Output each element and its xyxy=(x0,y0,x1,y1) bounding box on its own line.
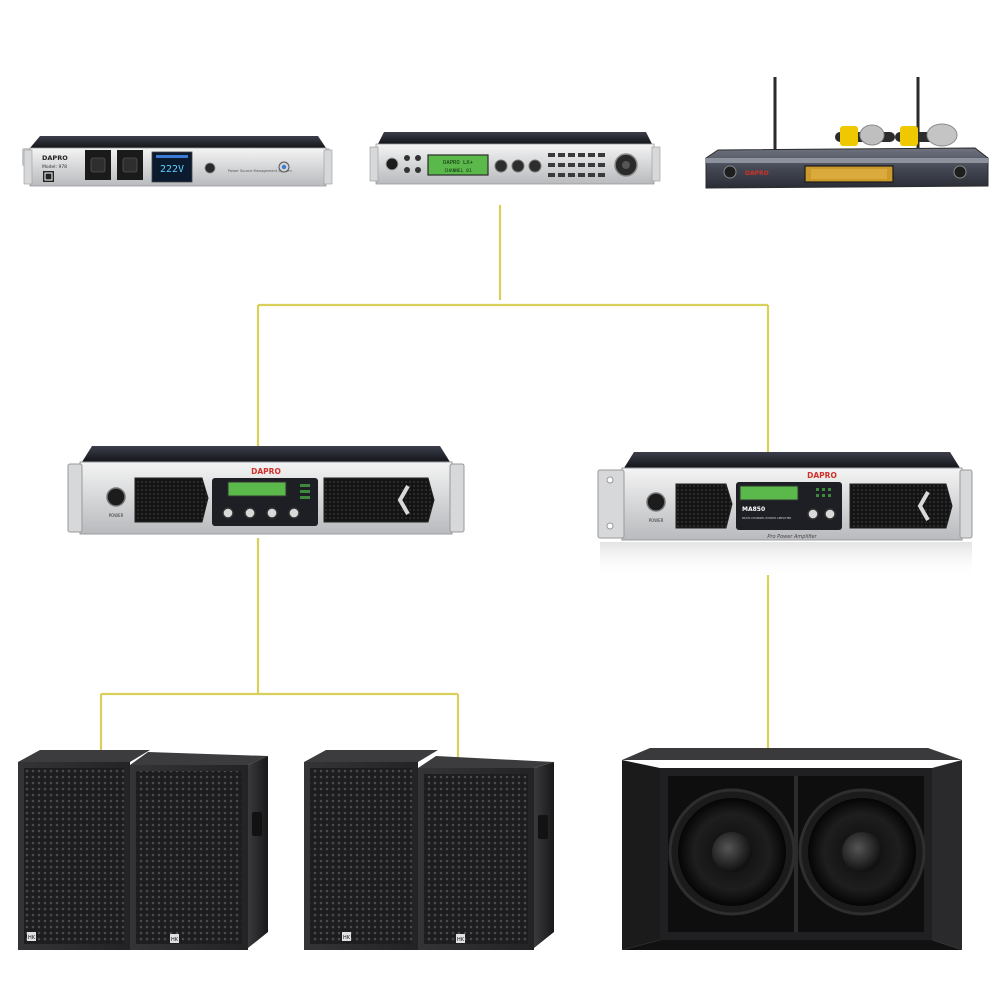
speaker-grille xyxy=(24,768,124,944)
power-knob-icon[interactable] xyxy=(204,162,216,174)
power-outlet-icon xyxy=(122,157,138,173)
left-power-amplifier: DAPRO POWER xyxy=(67,446,465,535)
processor-lcd-line1: DAPRO LX+ xyxy=(443,160,473,166)
processor-knob-icon[interactable] xyxy=(415,167,421,173)
processor-lcd-screen xyxy=(427,154,489,176)
woofer-driver xyxy=(798,788,926,916)
left-amp-knob-icon[interactable] xyxy=(244,507,256,519)
speaker-grille xyxy=(310,768,412,944)
speaker-badge-text: HK xyxy=(343,935,351,941)
left-amp-power-button[interactable] xyxy=(106,487,126,507)
processor-mic-jack-icon[interactable] xyxy=(385,157,399,171)
wire-left-amp-to-speakers xyxy=(99,538,460,760)
right-amp-vent-left xyxy=(675,483,733,529)
speaker-cabinet: HK xyxy=(130,752,268,950)
right-power-amplifier: DAPRO POWER MA850 MULTI-CHANNEL POWER AM… xyxy=(597,452,973,578)
right-amp-reflection xyxy=(600,542,972,578)
left-amp-brand-label: DAPRO xyxy=(251,467,281,476)
speaker-badge-text: HK xyxy=(171,937,179,943)
right-amp-knob-icon[interactable] xyxy=(824,508,836,520)
voltage-readout: 222V xyxy=(160,164,184,175)
processor-button-grid[interactable] xyxy=(548,153,605,177)
sequencer-brand-label: DAPRO xyxy=(42,154,68,162)
processor-dial-icon[interactable] xyxy=(511,159,525,173)
sequencer-panel-text: Power Source Management System xyxy=(228,169,292,173)
speaker-group: HK HK HK HK xyxy=(18,750,554,950)
subwoofer-cabinet xyxy=(622,748,962,950)
receiver-knob-icon[interactable] xyxy=(953,165,967,179)
left-amp-vent-left xyxy=(134,477,209,523)
right-amp-vent-right xyxy=(849,483,953,529)
receiver-knob-icon[interactable] xyxy=(723,165,737,179)
speaker-cabinet: HK xyxy=(18,750,150,950)
right-amp-model-label: MA850 xyxy=(742,506,765,513)
signal-wires xyxy=(99,205,770,760)
receiver-brand-label: DAPRO xyxy=(745,170,769,177)
processor-lcd-line2: CHANNEL 01 xyxy=(444,168,471,174)
wireless-microphone-device: DAPRO xyxy=(705,77,989,189)
qr-code-icon xyxy=(43,171,54,182)
speaker-badge-text: HK xyxy=(28,935,36,941)
processor-knob-icon[interactable] xyxy=(415,155,421,161)
right-amp-power-button[interactable] xyxy=(646,492,666,512)
woofer-driver xyxy=(668,788,796,916)
left-amp-knob-icon[interactable] xyxy=(266,507,278,519)
speaker-badge-text: HK xyxy=(457,937,465,943)
speaker-badge xyxy=(27,932,36,941)
speaker-grille xyxy=(136,771,242,944)
right-amp-chevron-icon xyxy=(917,491,930,521)
handheld-microphone-icon xyxy=(895,123,958,147)
wire-processor-to-amps xyxy=(256,205,770,452)
speaker-badge xyxy=(456,934,465,943)
left-amp-chevron-icon xyxy=(397,485,410,515)
right-amp-lcd-screen xyxy=(739,485,799,501)
power-outlet-icon xyxy=(90,157,106,173)
speaker-grille xyxy=(424,774,528,944)
left-amp-knob-icon[interactable] xyxy=(222,507,234,519)
right-amp-tagline: Pro Power Amplifier xyxy=(767,534,817,540)
processor-dial-icon[interactable] xyxy=(494,159,508,173)
speaker-badge xyxy=(170,934,179,943)
speaker-cabinet: HK xyxy=(418,756,554,950)
power-sequencer-device: DAPRO Model: 978 222V Power Source Manag… xyxy=(22,136,333,187)
right-amp-power-label: POWER xyxy=(649,518,664,523)
processor-dial-icon[interactable] xyxy=(528,159,542,173)
left-amp-knob-icon[interactable] xyxy=(288,507,300,519)
right-amp-brand-label: DAPRO xyxy=(807,471,837,480)
speaker-handle-icon xyxy=(252,812,262,836)
left-amp-vent-right xyxy=(323,477,435,523)
speaker-badge xyxy=(342,932,351,941)
processor-knob-icon[interactable] xyxy=(404,155,410,161)
speaker-handle-icon xyxy=(538,815,548,839)
speaker-cabinet: HK xyxy=(304,750,438,950)
left-amp-power-label: POWER xyxy=(109,513,124,518)
sequencer-model-label: Model: 978 xyxy=(42,164,67,170)
dsp-processor-device: DAPRO LX+ CHANNEL 01 xyxy=(369,132,661,185)
processor-knob-icon[interactable] xyxy=(404,167,410,173)
left-amp-lcd-screen xyxy=(227,481,287,497)
handheld-microphone-icon xyxy=(835,124,895,146)
right-amp-knob-icon[interactable] xyxy=(807,508,819,520)
right-amp-subtitle: MULTI-CHANNEL POWER AMPLIFIER xyxy=(742,516,791,520)
